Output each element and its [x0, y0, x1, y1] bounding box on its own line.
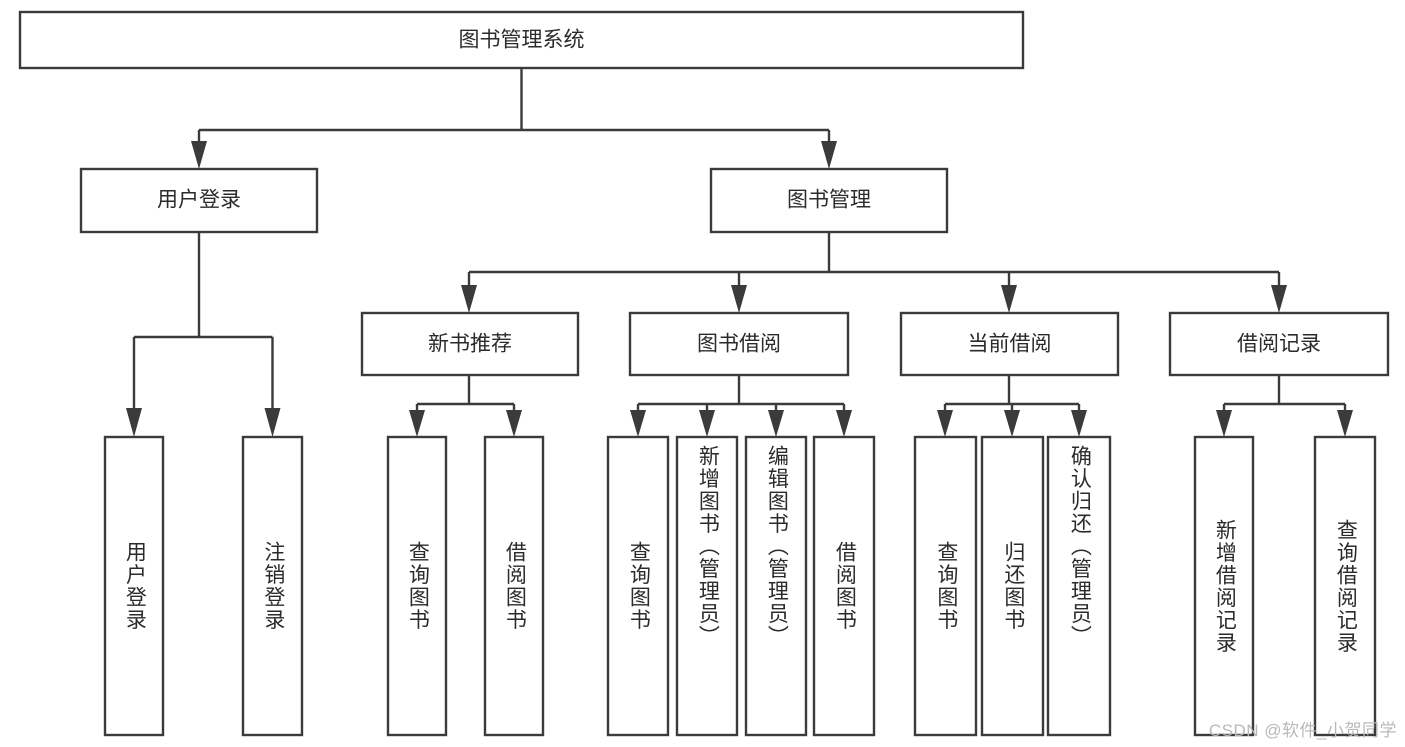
- arrow-head-leaf-query-book-2: [630, 410, 646, 437]
- node-layer: [18, 10, 1390, 737]
- arrow-head-leaf-user-login: [126, 408, 142, 437]
- node-leaf-user-logout[interactable]: [241, 435, 304, 737]
- label-leaf-borrow-book-2: 借阅图书: [833, 541, 857, 631]
- arrow-head-leaf-add-book: [699, 410, 715, 437]
- leaf-label-wrap-borrow-book-1: 借阅图书: [485, 437, 543, 735]
- arrow-head-leaf-user-logout: [264, 408, 281, 437]
- arrow-head-new-book-recommend: [461, 285, 477, 313]
- label-leaf-borrow-book-1: 借阅图书: [503, 541, 527, 631]
- node-leaf-add-book[interactable]: [675, 435, 739, 737]
- node-user-login[interactable]: [79, 167, 319, 234]
- arrow-head-leaf-borrow-book-2: [836, 410, 852, 437]
- arrow-head-leaf-borrow-book-1: [506, 410, 522, 437]
- leaf-label-wrap-add-record: 新增借阅记录: [1195, 437, 1253, 735]
- node-leaf-borrow-book-2[interactable]: [812, 435, 876, 737]
- connector-layer: [126, 68, 1353, 437]
- arrow-head-leaf-query-book-1: [409, 410, 425, 437]
- label-leaf-user-logout: 注销登录: [261, 541, 285, 631]
- label-leaf-query-record: 查询借阅记录: [1334, 518, 1358, 654]
- leaf-label-wrap-query-book-2: 查询图书: [608, 437, 668, 735]
- node-borrow-record[interactable]: [1168, 311, 1390, 377]
- label-leaf-user-login: 用户登录: [123, 541, 147, 631]
- node-new-book-recommend[interactable]: [360, 311, 580, 377]
- leaf-label-wrap-user-logout: 注销登录: [243, 437, 302, 735]
- arrow-head-leaf-edit-book: [768, 410, 784, 437]
- arrow-head-leaf-query-record: [1337, 410, 1353, 437]
- label-leaf-edit-book: 编辑图书（管理员）: [765, 445, 789, 648]
- horizontal-label-layer: 图书管理系统 用户登录 图书管理 新书推荐 图书借阅 当前借阅 借阅记录: [157, 29, 1321, 356]
- label-leaf-query-book-3: 查询图书: [934, 541, 958, 631]
- arrow-head-user-login: [191, 141, 207, 169]
- arrow-head-book-manage: [821, 141, 837, 169]
- leaf-label-wrap-return-book: 归还图书: [982, 437, 1043, 735]
- arrow-head-current-borrow: [1001, 285, 1017, 313]
- node-book-borrow[interactable]: [628, 311, 850, 377]
- leaf-label-wrap-borrow-book-2: 借阅图书: [814, 437, 874, 735]
- node-leaf-user-login[interactable]: [103, 435, 165, 737]
- leaf-label-wrap-query-book-1: 查询图书: [388, 437, 446, 735]
- node-leaf-add-record[interactable]: [1193, 435, 1255, 737]
- arrow-head-leaf-confirm-return: [1071, 410, 1087, 437]
- label-leaf-confirm-return: 确认归还（管理员）: [1068, 445, 1092, 648]
- label-leaf-query-book-2: 查询图书: [627, 541, 651, 631]
- label-borrow-record: 借阅记录: [1237, 333, 1321, 356]
- node-leaf-borrow-book-1[interactable]: [483, 435, 545, 737]
- node-current-borrow[interactable]: [899, 311, 1120, 377]
- node-leaf-query-record[interactable]: [1313, 435, 1377, 737]
- label-new-book-recommend: 新书推荐: [428, 333, 512, 356]
- node-leaf-edit-book[interactable]: [744, 435, 808, 737]
- leaf-label-wrap-user-login: 用户登录: [105, 437, 163, 735]
- node-root[interactable]: [18, 10, 1025, 70]
- arrow-head-book-borrow: [731, 285, 747, 313]
- node-leaf-confirm-return[interactable]: [1046, 435, 1112, 737]
- leaf-label-wrap-add-book: 新增图书（管理员）: [677, 437, 737, 735]
- label-leaf-return-book: 归还图书: [1001, 541, 1025, 631]
- leaf-label-wrap-query-book-3: 查询图书: [915, 437, 976, 735]
- leaf-label-wrap-edit-book: 编辑图书（管理员）: [746, 437, 806, 735]
- label-root: 图书管理系统: [459, 29, 585, 52]
- arrow-head-leaf-query-book-3: [937, 410, 953, 437]
- label-book-borrow: 图书借阅: [697, 333, 781, 356]
- leaf-label-wrap-query-record: 查询借阅记录: [1315, 437, 1375, 735]
- label-leaf-add-record: 新增借阅记录: [1213, 518, 1237, 654]
- label-leaf-add-book: 新增图书（管理员）: [696, 445, 720, 648]
- node-leaf-query-book-1[interactable]: [386, 435, 448, 737]
- arrow-head-leaf-return-book: [1004, 410, 1020, 437]
- leaf-label-wrap-confirm-return: 确认归还（管理员）: [1048, 437, 1110, 735]
- label-user-login: 用户登录: [157, 189, 241, 212]
- arrow-head-borrow-record: [1271, 285, 1287, 313]
- node-leaf-query-book-2[interactable]: [606, 435, 670, 737]
- node-leaf-query-book-3[interactable]: [913, 435, 978, 737]
- label-leaf-query-book-1: 查询图书: [406, 541, 430, 631]
- node-book-manage[interactable]: [709, 167, 949, 234]
- node-leaf-return-book[interactable]: [980, 435, 1045, 737]
- arrow-head-leaf-add-record: [1216, 410, 1232, 437]
- label-current-borrow: 当前借阅: [968, 333, 1052, 356]
- csdn-watermark: CSDN @软件_小贺同学: [1208, 721, 1397, 740]
- label-book-manage: 图书管理: [787, 189, 871, 212]
